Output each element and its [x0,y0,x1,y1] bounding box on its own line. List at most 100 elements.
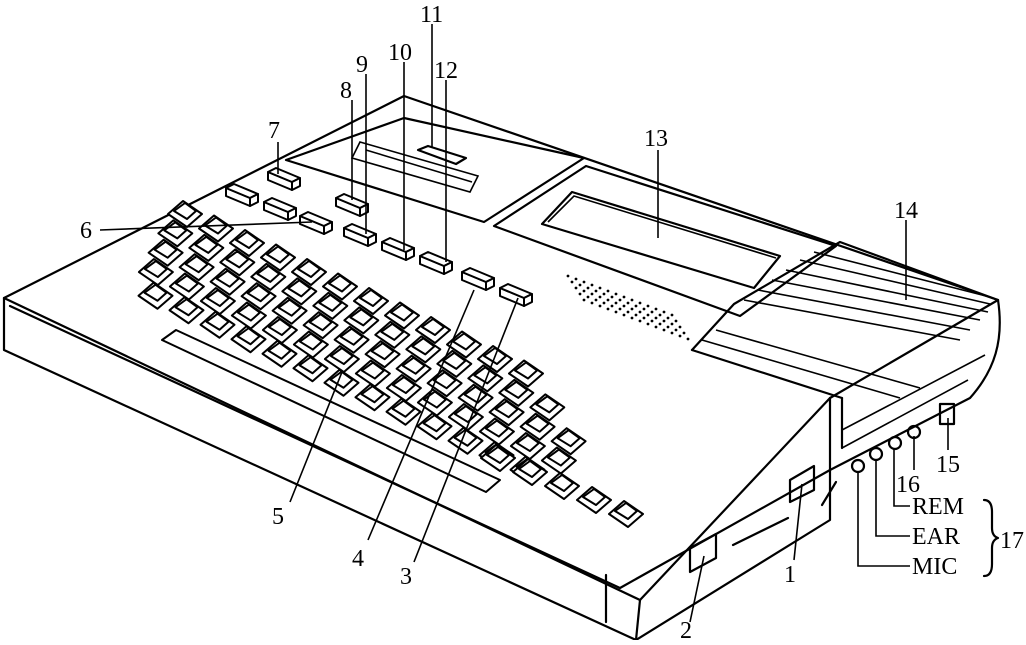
key [199,310,236,339]
key [137,281,174,310]
key [261,316,298,345]
key [147,238,184,267]
callout-14: 14 [894,198,918,224]
key [322,272,358,301]
callout-17: 17 [1000,528,1024,554]
key [405,335,442,364]
key [508,359,544,388]
key [167,200,203,228]
key [488,398,525,427]
key [608,500,644,528]
function-key [499,283,533,307]
key [188,233,225,262]
key [137,258,174,287]
key [544,472,580,500]
function-key [381,237,415,261]
upper-deck [284,116,1000,399]
key [385,374,422,403]
key [478,417,515,446]
key [291,258,327,286]
key [374,320,411,349]
callout-6: 6 [80,218,92,244]
key [354,383,391,412]
callout-4: 4 [352,546,364,572]
key [199,287,236,316]
key [302,311,339,340]
space-bar [161,329,501,493]
callout-8: 8 [340,78,352,104]
key [529,393,566,422]
key [240,282,277,311]
computer-body [2,94,1001,642]
key [354,359,391,388]
function-key [299,211,333,235]
function-keys [225,167,533,307]
key [219,248,256,277]
key [209,267,246,296]
key [446,330,482,359]
key [498,378,535,407]
key [168,272,205,301]
key [168,296,205,325]
key [353,287,389,315]
function-key [267,167,301,191]
key [250,262,287,291]
side-ports [688,402,956,574]
key [576,486,612,514]
key [343,306,380,335]
key [229,229,265,257]
key [323,345,360,374]
function-key [225,183,259,207]
ear-jack [868,446,884,462]
key [415,316,451,344]
callout-1: 1 [784,562,796,588]
rem-jack [887,435,903,451]
port-label-rem: REM [912,494,964,520]
key [230,301,267,330]
key [519,412,556,441]
function-key [461,267,495,291]
key [509,432,546,461]
key [230,325,267,354]
speaker-grille [566,274,690,341]
port-1 [788,464,816,504]
key [333,325,370,354]
callout-7: 7 [268,118,280,144]
port-label-mic: MIC [912,554,957,580]
port-2 [688,532,718,574]
callout-15: 15 [936,452,960,478]
callout-2: 2 [680,618,692,640]
key [480,444,516,472]
port-label-ear: EAR [912,524,960,550]
key [447,426,484,455]
key [550,427,587,456]
key [260,243,296,272]
port-15 [938,402,956,426]
key [540,446,577,475]
key [416,412,453,441]
leader-lines [99,24,1000,623]
key [292,330,329,359]
key [292,354,329,383]
callout-11: 11 [420,2,443,28]
keyboard [137,200,644,528]
function-key [419,251,453,275]
callout-3: 3 [400,564,412,590]
mic-jack [850,458,866,474]
callout-labels: 11 10 12 9 8 7 6 13 14 5 4 3 1 2 15 16 1… [80,2,1024,644]
callout-16: 16 [896,472,920,498]
callout-9: 9 [356,52,368,78]
key [312,291,349,320]
key [364,340,401,369]
key [178,253,215,282]
callout-12: 12 [434,58,458,84]
callout-13: 13 [644,126,668,152]
function-key [343,223,377,247]
function-key [335,193,369,217]
callout-10: 10 [388,40,412,66]
key [467,364,504,393]
key [384,301,420,330]
key [385,397,422,426]
key [395,354,432,383]
